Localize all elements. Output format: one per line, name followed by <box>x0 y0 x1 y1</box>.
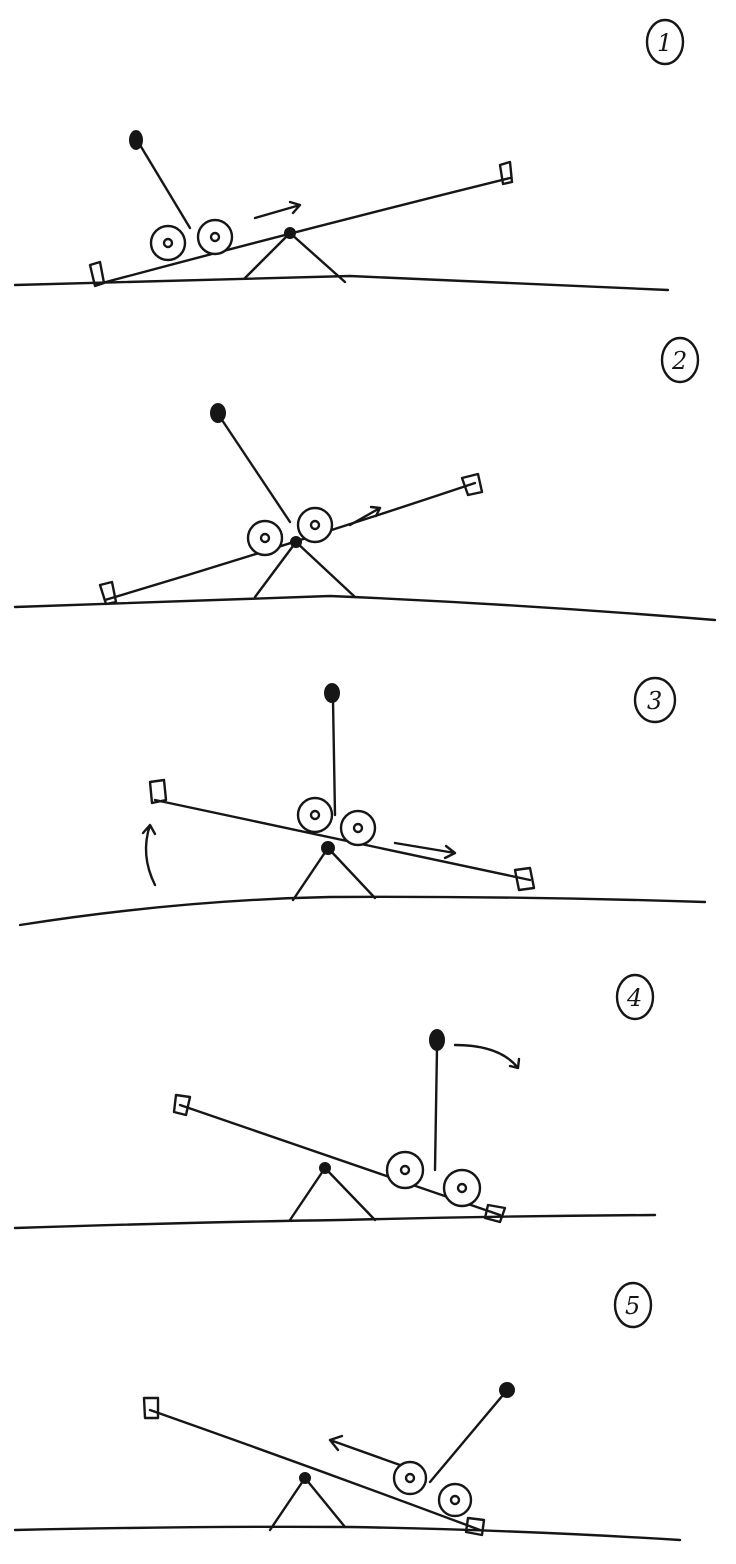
wheel-right <box>442 1168 482 1208</box>
pole-weight <box>210 403 226 423</box>
direction-arrow <box>348 505 382 527</box>
svg-text:2: 2 <box>671 347 687 375</box>
panel-number-badge: 2 <box>660 336 700 384</box>
panel-number-badge: 5 <box>613 1281 653 1329</box>
pivot <box>321 841 335 855</box>
panel-number-badge: 4 <box>615 973 655 1021</box>
end-block-right <box>498 160 514 186</box>
pole-weight <box>499 1382 515 1398</box>
pivot <box>290 536 302 548</box>
panel-3: 3 <box>18 676 707 927</box>
hub <box>456 1182 468 1194</box>
wheel-right <box>296 506 334 544</box>
fulcrum <box>291 846 377 902</box>
end-block-right <box>483 1203 507 1224</box>
fulcrum <box>268 1476 347 1532</box>
pole-weight <box>324 683 340 703</box>
panel-2: 2 <box>13 336 717 622</box>
ground-line <box>13 594 717 622</box>
svg-text:4: 4 <box>626 984 642 1012</box>
pole <box>433 1046 439 1172</box>
pole-weight <box>129 130 143 150</box>
svg-text:5: 5 <box>625 1292 640 1320</box>
seesaw-beam <box>103 481 477 602</box>
end-block-right <box>513 866 536 892</box>
ground-line <box>13 1525 682 1542</box>
panel-number-badge: 1 <box>645 18 685 66</box>
seesaw-beam <box>93 176 512 287</box>
hub <box>209 231 221 243</box>
pole-weight <box>429 1029 445 1051</box>
end-block-right <box>460 472 484 497</box>
end-block-left <box>148 778 168 805</box>
rotation-arrow <box>141 823 157 887</box>
pole <box>220 418 292 524</box>
end-block-left <box>88 260 106 288</box>
wheel-left <box>392 1460 428 1496</box>
pivot <box>319 1162 331 1174</box>
svg-text:3: 3 <box>647 687 662 715</box>
wheel-left <box>149 224 187 262</box>
panel-5: 5 <box>13 1281 682 1542</box>
wheel-left <box>246 519 284 557</box>
hub <box>309 519 321 531</box>
wheel-right <box>196 218 234 256</box>
wheel-left <box>296 796 334 834</box>
wheel-right <box>437 1482 473 1518</box>
pole <box>331 698 337 817</box>
seesaw-beam <box>148 1408 482 1532</box>
end-block-left <box>142 1396 160 1420</box>
hub <box>309 809 321 821</box>
seesaw-beam <box>153 798 532 882</box>
hub <box>449 1494 461 1506</box>
fulcrum <box>288 1166 377 1222</box>
pole <box>428 1393 505 1484</box>
direction-arrow <box>253 200 302 220</box>
direction-arrow <box>328 1434 402 1467</box>
end-block-left <box>172 1093 192 1117</box>
hub <box>259 532 271 544</box>
ground-line <box>13 1213 657 1230</box>
fall-arrow <box>453 1043 521 1070</box>
hub <box>162 237 174 249</box>
ground-line <box>13 274 670 292</box>
wheel-right <box>339 809 377 847</box>
panel-4: 4 <box>13 973 657 1230</box>
end-block-left <box>98 580 118 606</box>
pivot <box>299 1472 311 1484</box>
panel-1: 1 <box>13 18 685 292</box>
hub <box>399 1164 411 1176</box>
end-block-right <box>464 1516 486 1537</box>
wheel-left <box>385 1150 425 1190</box>
svg-text:1: 1 <box>657 29 672 57</box>
hub <box>352 822 364 834</box>
pivot <box>284 227 296 239</box>
panel-number-badge: 3 <box>633 676 677 724</box>
pole <box>138 143 192 230</box>
hub <box>404 1472 416 1484</box>
direction-arrow <box>393 841 457 860</box>
ground-line <box>18 895 707 927</box>
